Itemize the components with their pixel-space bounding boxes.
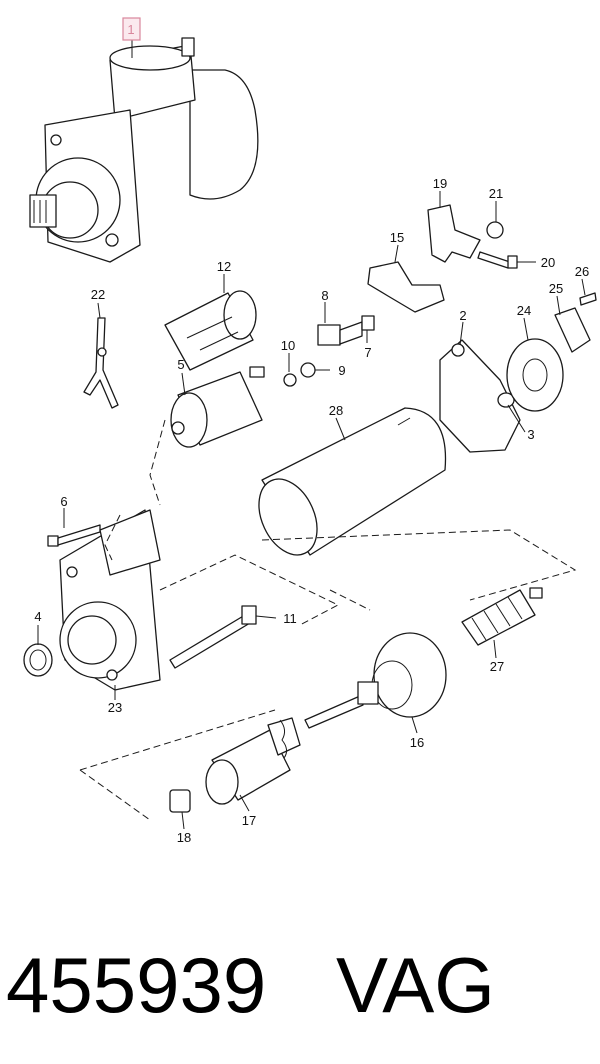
callout-11: 11	[283, 611, 297, 626]
planetary-gear-carrier	[304, 632, 447, 729]
housing-tube	[258, 407, 447, 556]
callout-27: 27	[490, 659, 504, 674]
callout-21: 21	[489, 186, 503, 201]
callout-24: 24	[517, 303, 531, 318]
callout-25: 25	[549, 281, 563, 296]
nut-9	[300, 362, 316, 378]
callout-18: 18	[177, 830, 191, 845]
leader-lines	[37, 40, 586, 830]
callout-9: 9	[338, 363, 345, 378]
cover-15	[367, 261, 445, 313]
brand-name: VAG	[336, 940, 495, 1029]
callout-3: 3	[527, 427, 534, 442]
callout-26: 26	[575, 264, 589, 279]
callout-23: 23	[108, 700, 122, 715]
through-bolt-11	[169, 605, 257, 669]
fork-lever	[83, 317, 119, 409]
callout-2: 2	[459, 308, 466, 323]
callout-17: 17	[242, 813, 256, 828]
callout-10: 10	[281, 338, 295, 353]
solenoid	[170, 366, 265, 448]
starter-assembly	[29, 37, 259, 263]
brush-holder	[439, 339, 521, 453]
callout-22: 22	[91, 287, 105, 302]
callout-15: 15	[390, 230, 404, 245]
callout-1-highlight	[122, 17, 141, 41]
callout-5: 5	[177, 357, 184, 372]
callout-1: 1	[127, 22, 134, 37]
exploded-starter-diagram: 1 2 3 4 5 6 7 8 9 10 11 12 15 16 17 18 1…	[23, 17, 597, 845]
pinion-drive	[205, 717, 301, 805]
callout-6: 6	[60, 494, 67, 509]
assembly-guides	[79, 419, 577, 821]
callout-labels: 1 2 3 4 5 6 7 8 9 10 11 12 15 16 17 18 1…	[34, 22, 589, 845]
stop-ring	[169, 789, 191, 813]
callout-7: 7	[364, 345, 371, 360]
bushing-4	[23, 643, 53, 677]
callout-28: 28	[329, 403, 343, 418]
screw-7	[361, 315, 375, 331]
bolt-20	[477, 251, 518, 269]
solenoid-cover	[164, 290, 257, 371]
nut-21	[486, 221, 504, 239]
callout-8: 8	[321, 288, 328, 303]
callout-20: 20	[541, 255, 555, 270]
terminal-8	[317, 321, 363, 346]
part-3	[497, 392, 515, 408]
screw-26	[579, 292, 597, 306]
plate-25	[554, 307, 591, 353]
footer: 455939 VAG	[0, 925, 600, 1045]
drive-end-housing	[59, 509, 161, 691]
callout-12: 12	[217, 259, 231, 274]
end-plate-24	[506, 338, 564, 412]
callout-19: 19	[433, 176, 447, 191]
callout-16: 16	[410, 735, 424, 750]
washer-10	[283, 373, 297, 387]
callout-4: 4	[34, 609, 41, 624]
part-number: 455939	[6, 940, 267, 1029]
armature	[461, 587, 543, 646]
bracket-19	[427, 204, 481, 263]
